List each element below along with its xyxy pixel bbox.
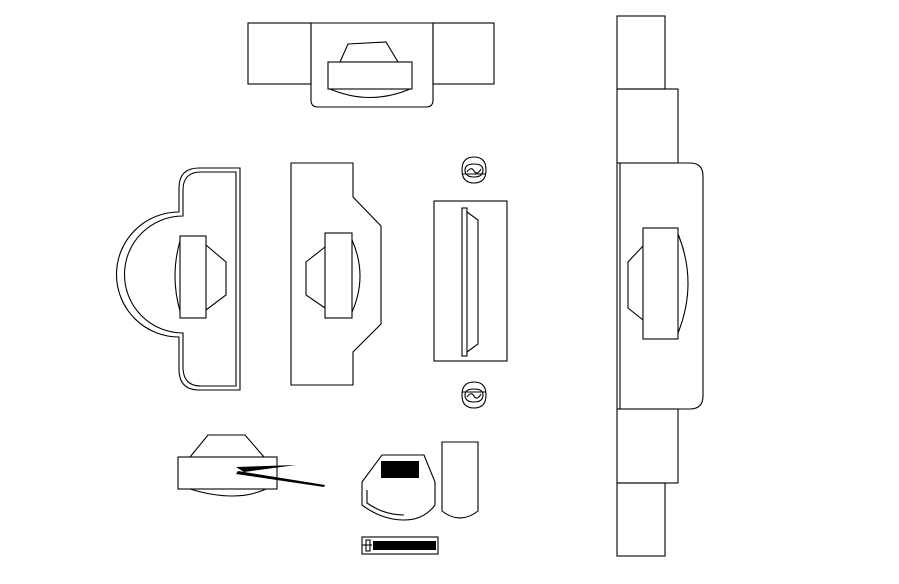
monitor-small	[361, 454, 436, 521]
pc-tower	[441, 441, 479, 519]
tv-cabinet	[433, 200, 508, 362]
desk-curved-left	[115, 167, 241, 391]
stool-top	[461, 156, 487, 184]
desk-top	[247, 22, 495, 108]
keyboard	[361, 536, 439, 555]
desk-angled-middle	[290, 162, 382, 386]
workstation-right	[616, 15, 704, 557]
stool-bottom	[461, 381, 487, 409]
monitor-with-cables	[177, 434, 325, 497]
